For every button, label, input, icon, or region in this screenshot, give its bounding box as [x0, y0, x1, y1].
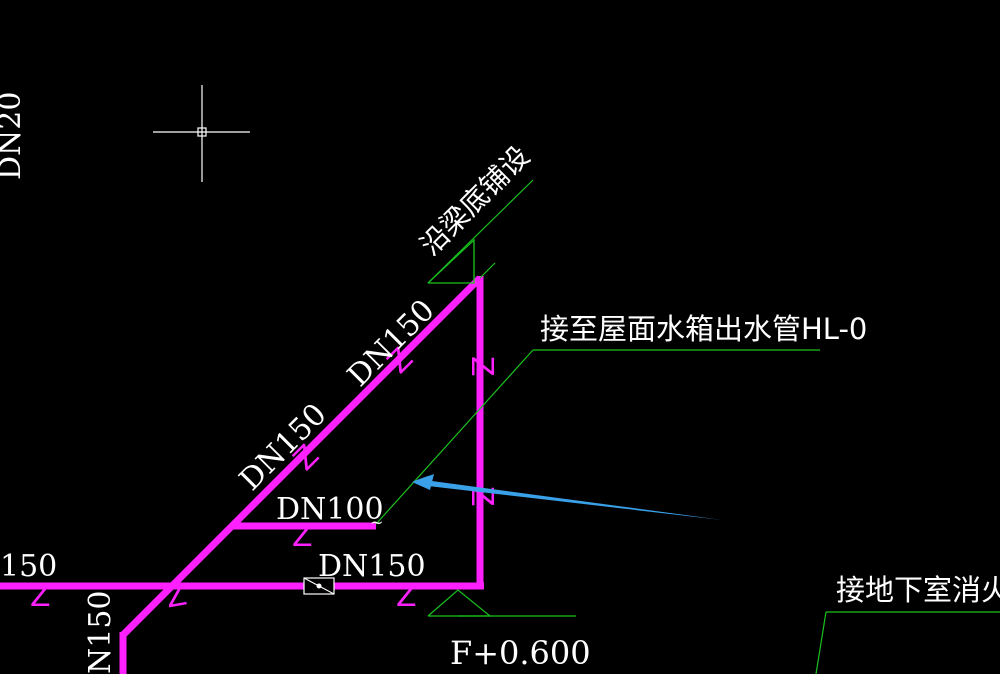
blue-arrow-icon — [412, 474, 722, 520]
crosshair-cursor-icon — [153, 85, 250, 182]
valve-icon[interactable] — [303, 577, 335, 595]
dn150-horizontal-label: DN150 — [318, 549, 426, 584]
pipe-diagonal-main[interactable] — [120, 275, 483, 638]
z-mark-right-horizontal: Z — [396, 579, 417, 614]
break-symbol: ~ — [370, 513, 383, 532]
z-mark-riser-upper: Z — [464, 356, 499, 377]
dn100-branch-label: DN100 — [276, 492, 384, 527]
elevation-label: F+0.600 — [450, 634, 591, 672]
left-vertical-cut-label: N150 — [83, 590, 118, 674]
dn150-lower-label: DN150 — [233, 397, 334, 498]
top-left-dn-label: DN20 — [0, 92, 28, 180]
left-cut-dn150-label: 150 — [0, 549, 57, 584]
beam-laying-note: 沿梁底铺设 — [414, 140, 536, 262]
z-mark-left: Z — [30, 579, 51, 614]
z-mark-dn100-branch: Z — [292, 519, 313, 554]
roof-tank-connection-label: 接至屋面水箱出水管HL-0 — [540, 312, 867, 346]
leader-lines — [375, 179, 1000, 674]
dn150-upper-label: DN150 — [341, 293, 442, 394]
basement-connection-label: 接地下室消火栓 — [836, 573, 1000, 607]
pipe-network — [0, 275, 484, 674]
